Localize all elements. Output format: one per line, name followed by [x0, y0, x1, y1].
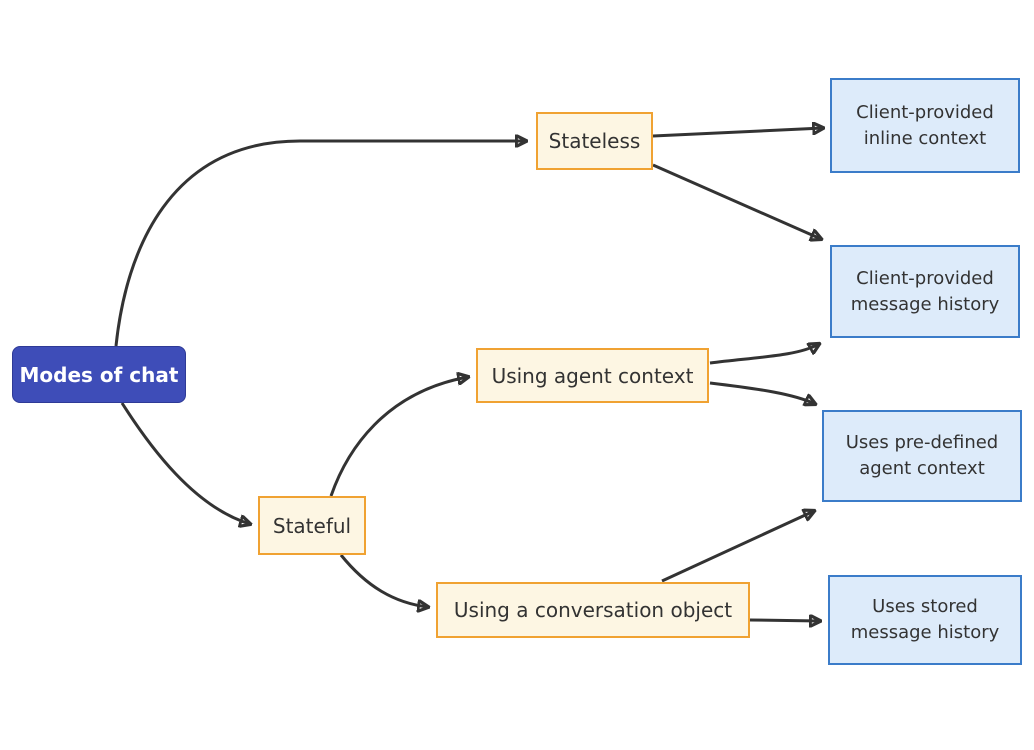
node-using-agent-context: Using agent context	[476, 348, 709, 403]
node-label: Uses pre-defined agent context	[846, 430, 998, 482]
label-line-2: message history	[850, 622, 1000, 643]
node-stateful: Stateful	[258, 496, 366, 555]
edge-stateless-to-message-history	[652, 163, 821, 239]
node-client-provided-message-history: Client-provided message history	[830, 245, 1020, 338]
node-uses-stored-message-history: Uses stored message history	[828, 575, 1022, 665]
edge-modes-to-stateless	[114, 141, 526, 347]
label-line-1: Client-provided	[856, 267, 994, 289]
edge-modes-to-stateful	[120, 402, 250, 524]
node-label: Stateful	[272, 513, 352, 538]
edge-agent-context-to-message-history	[709, 344, 819, 365]
node-label: Stateless	[548, 129, 641, 153]
edge-agent-context-to-predefined	[709, 381, 815, 404]
node-label: Client-provided message history	[851, 266, 1000, 318]
node-uses-predefined-agent-context: Uses pre-defined agent context	[822, 410, 1022, 502]
label-line-1: Client-provided	[856, 101, 994, 123]
node-modes-of-chat: Modes of chat	[12, 346, 186, 403]
edge-stateful-to-agent-context	[329, 377, 468, 497]
edge-stateless-to-inline-context	[652, 128, 823, 138]
label-line-1: Uses pre-defined	[845, 432, 999, 453]
label-line-2: inline context	[863, 127, 987, 149]
node-using-conversation-object: Using a conversation object	[436, 582, 750, 638]
label-line-2: message history	[850, 293, 1000, 315]
node-label: Modes of chat	[19, 362, 179, 387]
label-line-1: Uses stored	[872, 596, 978, 617]
edge-stateful-to-conversation-object	[339, 554, 428, 607]
node-label: Using agent context	[491, 363, 694, 388]
edge-conversation-object-to-stored-history	[749, 620, 820, 621]
node-stateless: Stateless	[536, 112, 653, 170]
edge-conversation-object-to-predefined	[661, 511, 814, 583]
node-client-provided-inline-context: Client-provided inline context	[830, 78, 1020, 173]
label-line-2: agent context	[859, 458, 985, 479]
node-label: Client-provided inline context	[856, 100, 994, 152]
node-label: Uses stored message history	[851, 594, 1000, 646]
node-label: Using a conversation object	[453, 598, 733, 622]
